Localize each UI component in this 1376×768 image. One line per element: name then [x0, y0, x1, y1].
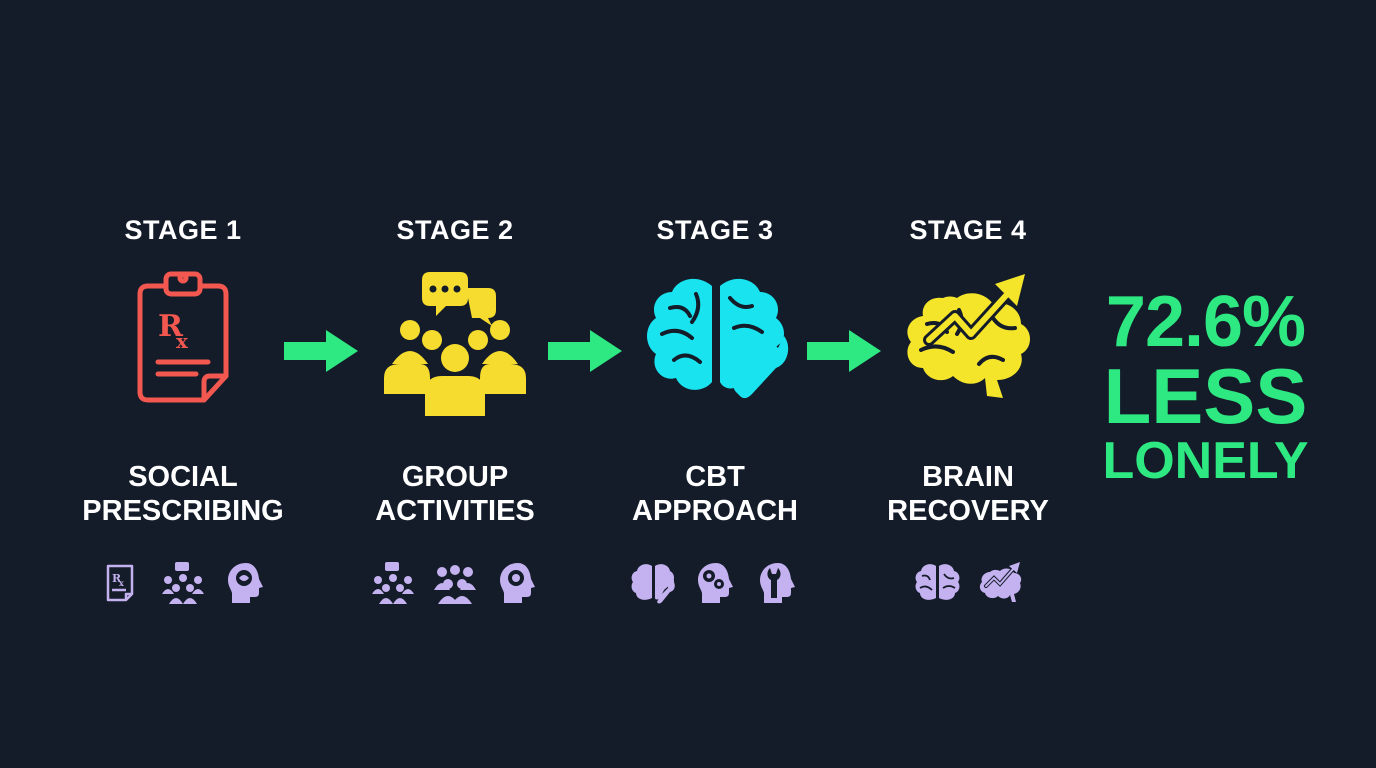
prescription-clipboard-icon: R x: [108, 268, 258, 418]
stage-label: STAGE 2: [396, 215, 514, 245]
stage-label: STAGE 1: [124, 215, 242, 245]
stage-1: STAGE 1 R x SOCIAL PRESCRIBING R x: [68, 210, 298, 606]
result-percentage: 72.6%: [1105, 282, 1306, 362]
mini-icon-row: [630, 560, 800, 606]
group-chat-mini-icon: [160, 560, 206, 606]
prescription-mini-icon: R x: [98, 560, 144, 606]
brain-growth-mini-icon: [976, 560, 1022, 606]
result-lonely: LONELY: [1102, 432, 1309, 490]
group-chat-mini-icon: [370, 560, 416, 606]
stage-4: STAGE 4 BRAIN RECOVERY: [853, 210, 1083, 606]
arrow-right-icon: [284, 330, 358, 372]
head-gears-mini-icon: [692, 560, 738, 606]
stage-title-line1: BRAIN: [922, 461, 1014, 493]
stage-title: SOCIAL PRESCRIBING: [68, 460, 298, 528]
stage-label: STAGE 4: [909, 215, 1027, 245]
brain-wrench-icon: [640, 268, 790, 418]
head-brain-mini-icon: [222, 560, 268, 606]
stage-3: STAGE 3 CBT APPROACH: [600, 210, 830, 606]
stage-title-line1: GROUP: [401, 461, 509, 493]
svg-text:x: x: [176, 329, 189, 353]
brain-wrench-mini-icon: [630, 560, 676, 606]
result-stat: 72.6% LESS LONELY: [1098, 285, 1313, 489]
stage-title-line1: CBT: [685, 461, 745, 493]
svg-text:R: R: [158, 309, 184, 344]
brain-mini-icon: [914, 560, 960, 606]
arrow-1: [282, 326, 360, 376]
stage-title-line2: PRESCRIBING: [82, 495, 284, 527]
mini-icon-row: [370, 560, 540, 606]
stage-title: CBT APPROACH: [600, 460, 830, 528]
head-wrench-mini-icon: [754, 560, 800, 606]
stage-title-line1: SOCIAL: [128, 461, 238, 493]
arrow-right-icon: [548, 330, 622, 372]
brain-growth-icon: [893, 268, 1043, 418]
stage-title-line2: RECOVERY: [887, 495, 1049, 527]
svg-text:x: x: [119, 578, 124, 588]
arrow-3: [805, 326, 883, 376]
stage-title: BRAIN RECOVERY: [853, 460, 1083, 528]
result-less: LESS: [1103, 352, 1308, 440]
stage-2: STAGE 2 GROUP ACTIVITIES: [340, 210, 570, 606]
stage-title-line2: ACTIVITIES: [375, 495, 535, 527]
stage-title: GROUP ACTIVITIES: [340, 460, 570, 528]
mini-icon-row: R x: [98, 560, 268, 606]
head-idea-mini-icon: [494, 560, 540, 606]
group-chat-icon: [380, 268, 530, 418]
stage-label: STAGE 3: [656, 215, 774, 245]
group-mini-icon: [432, 560, 478, 606]
arrow-2: [546, 326, 624, 376]
arrow-right-icon: [807, 330, 881, 372]
mini-icon-row: [914, 560, 1022, 606]
stage-title-line2: APPROACH: [632, 495, 798, 527]
svg-text:R: R: [112, 572, 122, 585]
